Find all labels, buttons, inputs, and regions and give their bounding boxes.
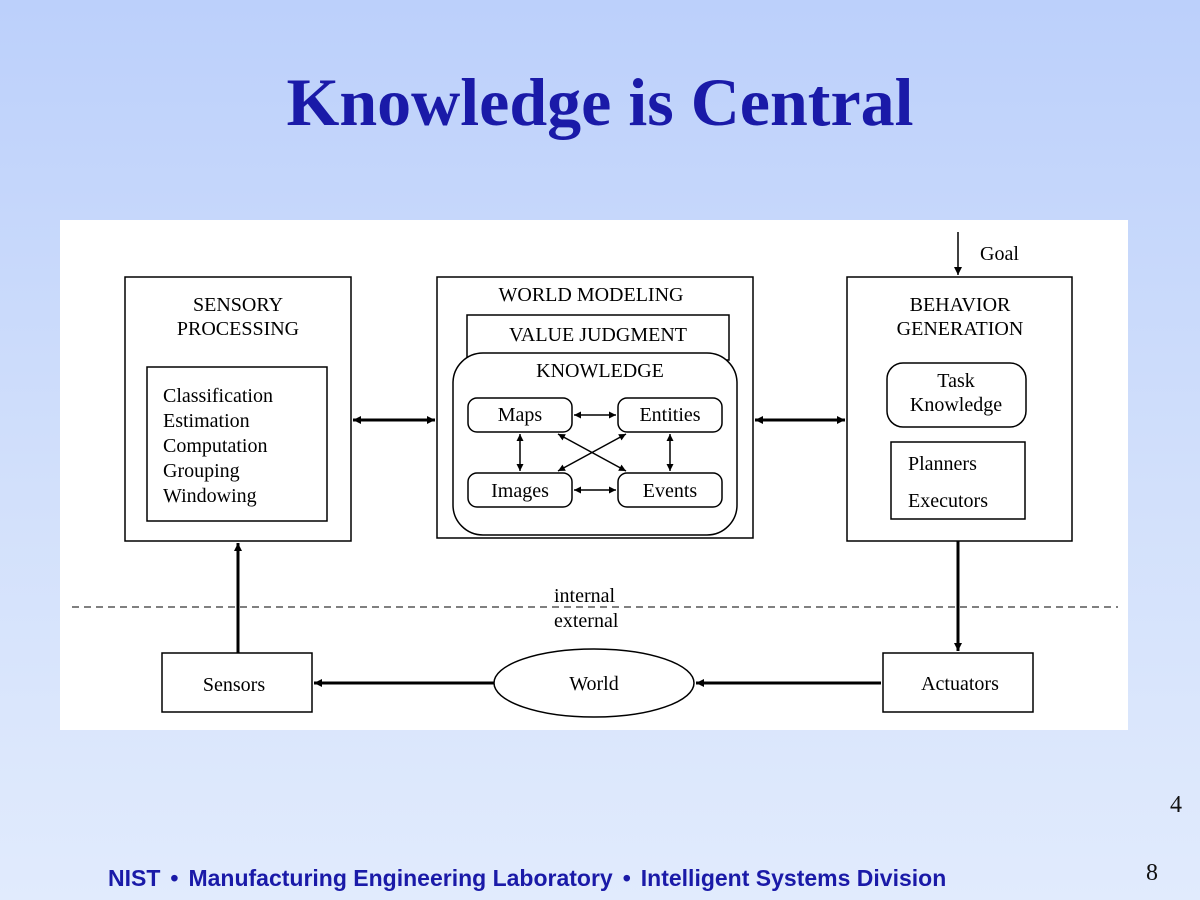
actuators-box bbox=[882, 652, 1034, 713]
events-box bbox=[617, 472, 723, 508]
sensory-title-line1: SENSORY bbox=[193, 294, 283, 316]
actuators-label: Actuators bbox=[921, 673, 999, 695]
maps-label: Maps bbox=[498, 404, 543, 426]
events-label: Events bbox=[643, 480, 698, 502]
footer-division: Intelligent Systems Division bbox=[640, 865, 947, 891]
goal-label: Goal bbox=[980, 243, 1019, 265]
entities-label: Entities bbox=[639, 404, 700, 426]
sensors-label: Sensors bbox=[203, 674, 265, 696]
value-judgment-label: VALUE JUDGMENT bbox=[509, 324, 687, 346]
footer: NIST • Manufacturing Engineering Laborator… bbox=[108, 865, 946, 892]
footer-separator: • bbox=[170, 865, 179, 891]
internal-label: internal bbox=[554, 585, 616, 607]
world-modeling-box: WORLD MODELING VALUE JUDGMENT KNOWLEDGE … bbox=[436, 276, 754, 539]
footer-lab: Manufacturing Engineering Laboratory bbox=[188, 865, 613, 891]
planners-executors-box bbox=[890, 441, 1026, 520]
architecture-diagram: Goal SENSORY PROCESSING Classification E… bbox=[72, 232, 1118, 718]
behavior-generation-box: BEHAVIOR GENERATION Task Knowledge Plann… bbox=[846, 276, 1073, 542]
sensors-box bbox=[161, 652, 313, 713]
page-number-top: 4 bbox=[1170, 792, 1182, 818]
footer-org: NIST bbox=[108, 865, 161, 891]
sensory-item: Computation bbox=[163, 435, 267, 457]
task-label-line1: Task bbox=[937, 370, 974, 392]
footer-separator: • bbox=[622, 865, 631, 891]
sensory-processing-box: SENSORY PROCESSING Classification Estima… bbox=[124, 276, 352, 542]
world-label: World bbox=[569, 673, 619, 695]
slide-title: Knowledge is Central bbox=[286, 64, 914, 140]
sensory-title-line2: PROCESSING bbox=[177, 318, 299, 340]
entities-images-arrow bbox=[557, 433, 627, 472]
maps-box bbox=[467, 397, 573, 433]
task-label-line2: Knowledge bbox=[910, 394, 1002, 416]
diagram-panel: Goal SENSORY PROCESSING Classification E… bbox=[60, 220, 1128, 730]
planners-label: Planners bbox=[908, 453, 977, 475]
sensory-functions-box bbox=[146, 366, 328, 522]
sensory-item: Classification bbox=[163, 385, 273, 407]
images-box bbox=[467, 472, 573, 508]
entities-box bbox=[617, 397, 723, 433]
knowledge-label: KNOWLEDGE bbox=[536, 360, 664, 382]
sensory-item: Estimation bbox=[163, 410, 250, 432]
page-number-bottom: 8 bbox=[1146, 860, 1158, 886]
behavior-title-line2: GENERATION bbox=[897, 318, 1024, 340]
sensory-item: Grouping bbox=[163, 460, 240, 482]
sensory-item: Windowing bbox=[163, 485, 257, 507]
images-label: Images bbox=[491, 480, 549, 502]
behavior-title-line1: BEHAVIOR bbox=[910, 294, 1011, 316]
executors-label: Executors bbox=[908, 490, 988, 512]
task-knowledge-box bbox=[886, 362, 1027, 428]
world-modeling-title: WORLD MODELING bbox=[499, 284, 684, 306]
external-label: external bbox=[554, 610, 619, 632]
